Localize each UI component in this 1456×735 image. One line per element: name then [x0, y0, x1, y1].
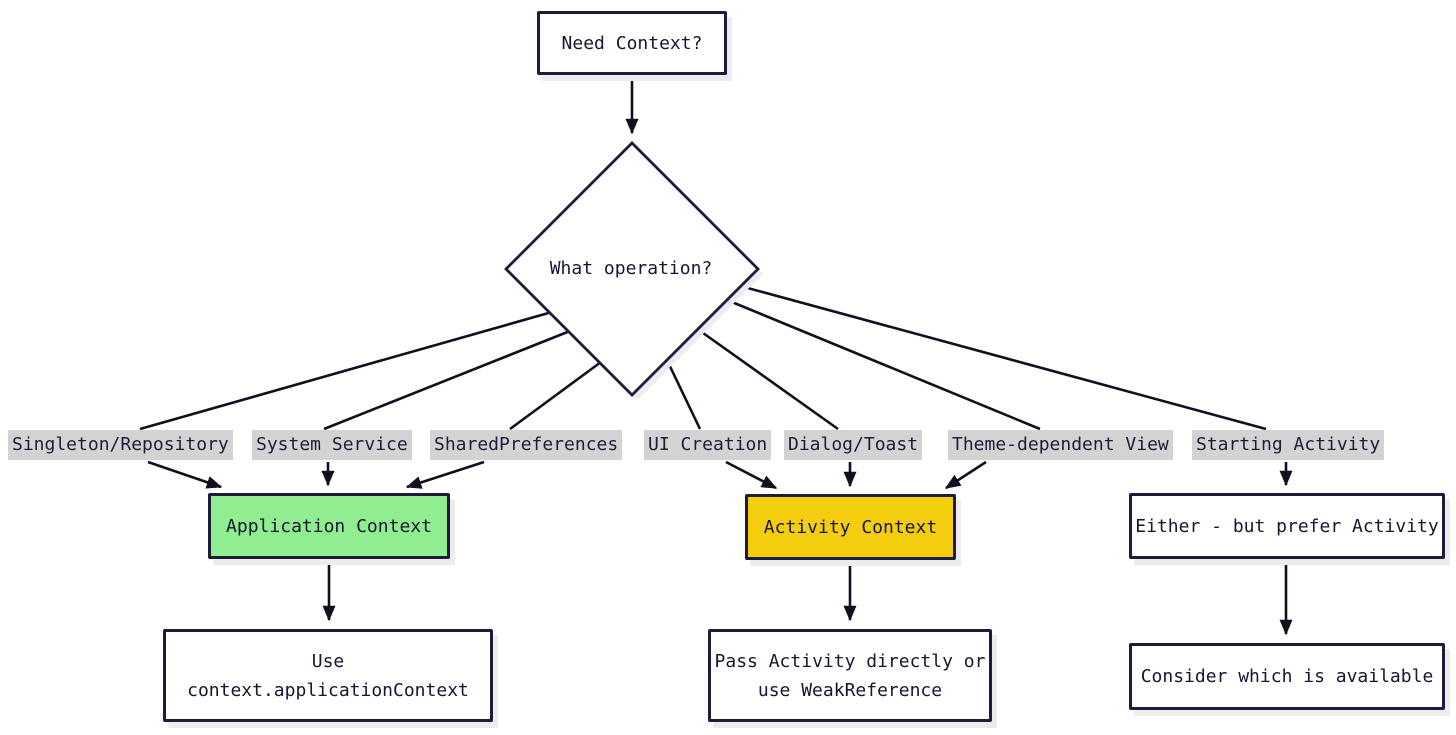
node-application-context: Application Context — [208, 493, 450, 559]
diamond-shape — [504, 141, 763, 400]
node-what-operation-label: What operation? — [549, 257, 713, 279]
node-consider-available: Consider which is available — [1129, 643, 1445, 710]
node-use-application-context-line2: context.applicationContext — [187, 679, 469, 701]
node-either-prefer-activity-label: Either - but prefer Activity — [1135, 515, 1439, 537]
node-either-prefer-activity: Either - but prefer Activity — [1129, 493, 1445, 559]
node-pass-activity: Pass Activity directly or use WeakRefere… — [708, 629, 992, 722]
node-use-application-context-line1: Use — [311, 650, 345, 672]
edge-label-system-service: System Service — [252, 430, 412, 460]
edge-label-singleton-repository: Singleton/Repository — [8, 430, 233, 460]
node-pass-activity-line2: use WeakReference — [757, 679, 943, 701]
edge-label-dialog-toast: Dialog/Toast — [784, 430, 923, 460]
node-application-context-label: Application Context — [226, 515, 432, 537]
node-need-context: Need Context? — [537, 11, 727, 75]
node-what-operation: What operation? — [503, 140, 765, 402]
node-use-application-context: Use context.applicationContext — [163, 629, 493, 722]
edge-label-sharedpreferences: SharedPreferences — [430, 430, 623, 460]
edge-label-theme-dependent-view: Theme-dependent View — [948, 430, 1173, 460]
node-pass-activity-line1: Pass Activity directly or — [714, 650, 986, 672]
node-activity-context: Activity Context — [745, 494, 956, 560]
node-need-context-label: Need Context? — [561, 32, 703, 54]
node-activity-context-label: Activity Context — [763, 516, 938, 538]
node-consider-available-label: Consider which is available — [1140, 666, 1434, 687]
edge-label-ui-creation: UI Creation — [644, 430, 772, 460]
edge-label-starting-activity: Starting Activity — [1192, 430, 1385, 460]
